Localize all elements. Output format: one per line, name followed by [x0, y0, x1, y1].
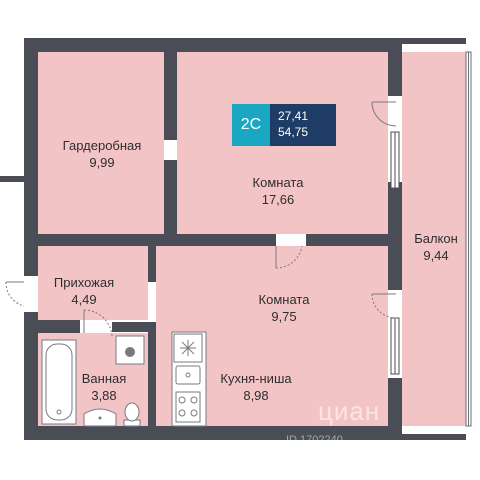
- kitchen-fixtures: [171, 331, 207, 427]
- wall-top: [24, 38, 402, 52]
- wall-bath-right: [148, 322, 156, 426]
- washer-icon: [115, 335, 145, 365]
- door-icon: [275, 245, 303, 269]
- wall-bath-right-cap: [112, 322, 156, 332]
- room-area: 8,98: [243, 388, 269, 403]
- total-area: 54,75: [278, 125, 309, 139]
- room-label-wardrobe: Гардеробная 9,99: [63, 137, 142, 171]
- door-icon: [371, 293, 397, 319]
- room-area: 9,99: [89, 155, 115, 170]
- wall-middle-left: [38, 234, 276, 246]
- walls: [0, 38, 466, 440]
- bathtub-icon: [41, 339, 77, 425]
- stove-icon: [175, 391, 201, 423]
- room-area: 3,88: [91, 388, 117, 403]
- wall-middle-right: [306, 234, 388, 246]
- room-label-hallway: Прихожая 4,49: [54, 274, 114, 308]
- wall-left-upper: [24, 38, 38, 276]
- wall-wardrobe-room1-bottom: [164, 160, 177, 246]
- wall-balcony-top: [402, 38, 466, 44]
- sink-icon: [83, 408, 117, 427]
- wall-right-main-mid: [388, 182, 402, 290]
- room-label-room2: Комната 9,75: [259, 291, 310, 325]
- living-area: 27,41: [278, 109, 309, 123]
- toilet-icon: [123, 402, 141, 427]
- fridge-icon: [173, 333, 203, 363]
- bathroom-fixtures: [41, 335, 145, 427]
- kitchen-sink-icon: [175, 365, 201, 385]
- room-label-balcony: Балкон 9,44: [414, 230, 458, 264]
- room-name: Гардеробная: [62, 138, 142, 153]
- window-icon: [390, 317, 400, 375]
- room-name: Комната: [252, 175, 304, 190]
- floor-hallway: [38, 246, 148, 320]
- door-icon: [83, 309, 113, 337]
- wall-right-main-upper: [388, 38, 402, 96]
- room-name: Кухня-ниша: [220, 371, 292, 386]
- wall-right-main-lower: [388, 378, 402, 440]
- room-area: 9,44: [423, 248, 449, 263]
- room-name: Комната: [258, 292, 310, 307]
- room-label-kitchen: Кухня-ниша 8,98: [220, 370, 291, 404]
- floor-balcony: [402, 52, 466, 426]
- room-name: Ванная: [81, 371, 127, 386]
- room-label-bathroom: Ванная 3,88: [82, 370, 127, 404]
- floor-wardrobe: [38, 52, 164, 234]
- wall-hall-bath: [38, 320, 80, 333]
- door-icon: [371, 101, 397, 127]
- windows: [390, 51, 472, 427]
- apartment-areas: 27,41 54,75: [270, 104, 336, 146]
- door-icon: [5, 281, 25, 307]
- apartment-type: 2С: [232, 104, 270, 146]
- room-name: Балкон: [414, 231, 458, 246]
- room-area: 4,49: [71, 292, 97, 307]
- window-icon: [390, 131, 400, 189]
- wall-balcony-bottom: [402, 434, 466, 440]
- wall-left-lower: [24, 312, 38, 440]
- wall-hall-room2: [148, 246, 156, 282]
- window-icon: [465, 51, 472, 427]
- watermark-id: ID 1702240: [286, 434, 343, 446]
- watermark-brand: циан: [318, 396, 381, 426]
- wall-bottom: [24, 426, 402, 440]
- wall-wardrobe-room1-top: [164, 52, 177, 140]
- room-area: 17,66: [261, 192, 295, 207]
- room-name: Прихожая: [53, 275, 115, 290]
- doors: [5, 101, 397, 337]
- wall-exterior-left-stub: [0, 176, 24, 182]
- room-label-room1: Комната 17,66: [253, 174, 304, 208]
- room-area: 9,75: [271, 309, 297, 324]
- apartment-badge: 2С 27,41 54,75: [232, 104, 336, 146]
